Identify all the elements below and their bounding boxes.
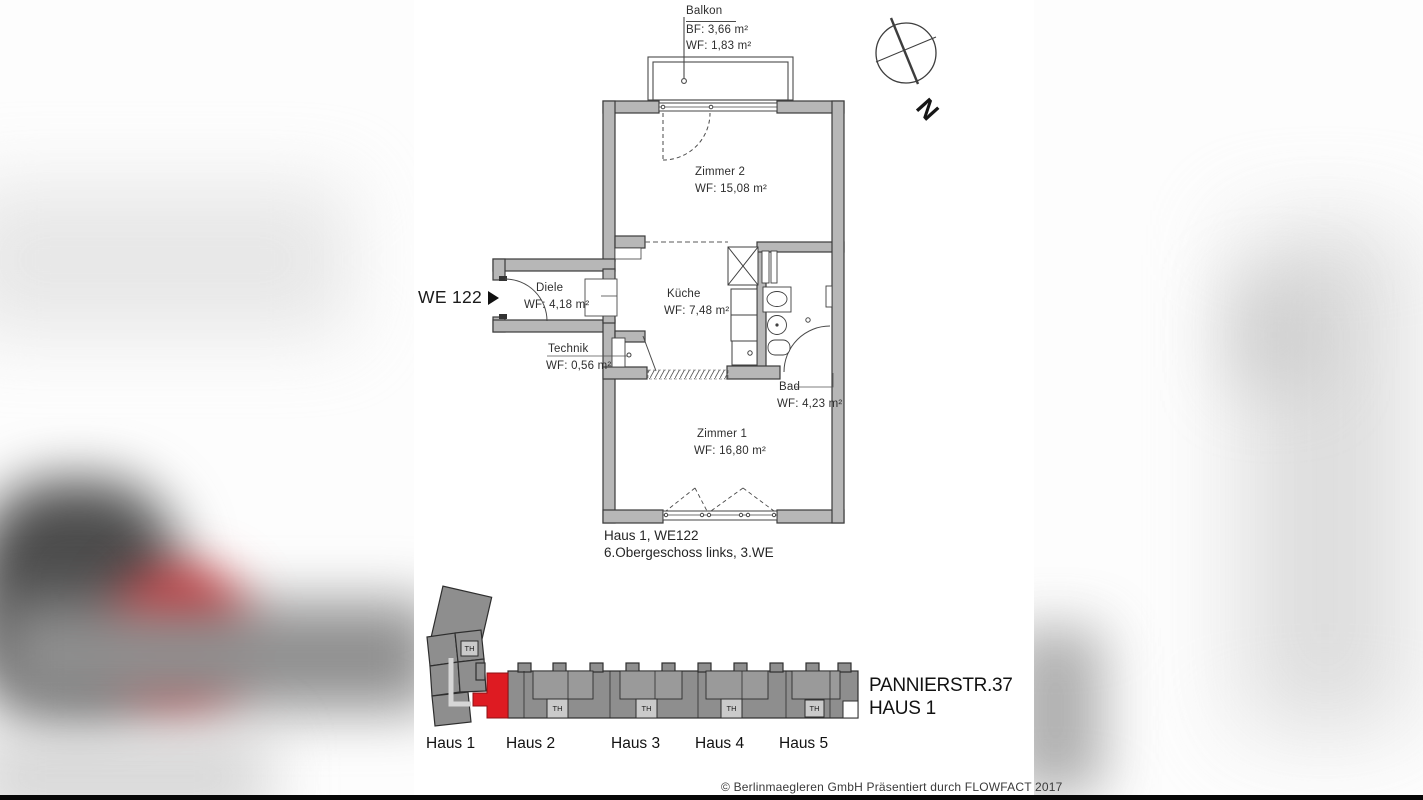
- kitchen-fixtures: [611, 246, 759, 368]
- unit-pointer-icon: [488, 290, 500, 305]
- house-label-2: Haus 2: [506, 735, 556, 752]
- th-label: TH: [726, 704, 737, 713]
- room-name-balkon: Balkon: [686, 3, 736, 22]
- street-house: HAUS 1: [869, 698, 936, 719]
- plan-caption: Haus 1, WE122 6.Obergeschoss links, 3.WE: [604, 528, 774, 561]
- room-area-balkon-wf: WF: 1,83 m²: [686, 40, 752, 52]
- room-area-zimmer2: WF: 15,08 m²: [695, 182, 768, 195]
- room-area-diele: WF: 4,18 m²: [524, 298, 590, 311]
- room-label-kueche: Küche WF: 7,48 m²: [664, 286, 729, 319]
- separation-lines: [645, 241, 729, 380]
- plan-caption-line1: Haus 1, WE122: [604, 528, 699, 543]
- highlighted-unit: [472, 672, 509, 719]
- th-label: TH: [809, 704, 820, 713]
- street-name: PANNIERSTR.37: [869, 675, 1013, 696]
- house-label-4: Haus 4: [695, 735, 745, 752]
- bath-fixtures: [761, 250, 833, 356]
- unit-label: WE 122: [418, 287, 483, 307]
- room-area-bad: WF: 4,23 m²: [777, 397, 843, 410]
- site-buildings: [426, 585, 859, 727]
- copyright-line: © Berlinmaegleren GmbH Präsentiert durch…: [721, 780, 1063, 794]
- leader-lines: [547, 355, 834, 388]
- room-area-zimmer1: WF: 16,80 m²: [694, 444, 767, 457]
- doors: [504, 112, 831, 512]
- bottom-border-bar: [0, 795, 1423, 800]
- house-label-3: Haus 3: [611, 735, 661, 752]
- windows: [658, 102, 778, 521]
- background-blur-bottomleft: [0, 732, 270, 800]
- room-name-zimmer1: Zimmer 1: [697, 428, 748, 440]
- street-label: PANNIERSTR.37 HAUS 1: [869, 674, 1013, 720]
- room-area-balkon-bf: BF: 3,66 m²: [686, 23, 749, 36]
- room-name-kueche: Küche: [667, 288, 701, 300]
- floorplan-drawing: [492, 17, 937, 524]
- room-label-technik: Technik WF: 0,56 m²: [546, 341, 611, 374]
- room-name-technik: Technik: [548, 343, 589, 355]
- room-name-zimmer2: Zimmer 2: [695, 166, 746, 178]
- room-label-diele: Diele WF: 4,18 m²: [524, 280, 589, 313]
- room-label-bad: Bad WF: 4,23 m²: [777, 379, 842, 412]
- plan-caption-line2: 6.Obergeschoss links, 3.WE: [604, 544, 774, 560]
- background-blur-right-mid: [1228, 280, 1323, 390]
- apartment-walls: [492, 100, 845, 524]
- background-blur-gray-band-left: [0, 602, 435, 710]
- room-label-zimmer2: Zimmer 2 WF: 15,08 m²: [695, 164, 767, 197]
- site-courtyard-line: [448, 658, 471, 707]
- room-label-zimmer1: Zimmer 1 WF: 16,80 m²: [694, 426, 766, 459]
- content-panel: [414, 0, 1034, 800]
- room-name-diele: Diele: [536, 282, 564, 294]
- siteplan-drawing: [426, 585, 859, 727]
- room-area-kueche: WF: 7,48 m²: [664, 304, 730, 317]
- site-corner-notch: [842, 700, 859, 719]
- room-name-bad: Bad: [779, 381, 801, 393]
- background-blur-topleft: [0, 185, 350, 335]
- th-label: TH: [641, 704, 652, 713]
- th-label: TH: [552, 704, 563, 713]
- compass-icon: [875, 17, 937, 85]
- room-label-balkon: Balkon BF: 3,66 m² WF: 1,83 m²: [686, 3, 751, 55]
- balcony-outline: [647, 17, 794, 101]
- house-label-1: Haus 1: [426, 735, 476, 752]
- site-stairwell-boxes: [460, 640, 825, 719]
- room-area-technik: WF: 0,56 m²: [546, 359, 612, 372]
- unit-callout: WE 122: [418, 287, 500, 308]
- th-label: TH: [464, 644, 475, 653]
- house-label-5: Haus 5: [779, 735, 829, 752]
